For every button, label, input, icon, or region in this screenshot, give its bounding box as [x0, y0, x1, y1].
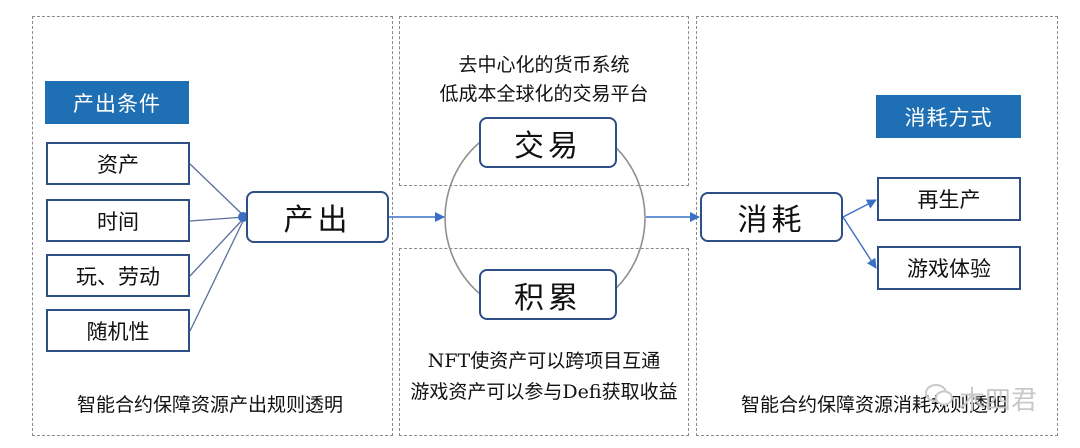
- link-time-output: [189, 216, 246, 222]
- link-labor-output: [189, 216, 246, 277]
- left-footer-text: 智能合约保障资源产出规则透明: [76, 394, 343, 416]
- middle-top-panel: [399, 16, 689, 186]
- arrow-consume-reproduce: [842, 199, 877, 218]
- condition-time: 时间: [46, 199, 190, 242]
- right-panel: [696, 16, 1058, 436]
- production-conditions-header: 产出条件: [45, 81, 189, 124]
- link-random-output: [189, 216, 246, 332]
- way-game-experience: 游戏体验: [877, 246, 1021, 290]
- middle-top-line1: 去中心化的货币系统: [458, 54, 630, 76]
- way-reproduction: 再生产: [877, 177, 1021, 221]
- middle-top-line2: 低成本全球化的交易平台: [439, 83, 649, 105]
- output-node: 产出: [246, 191, 389, 243]
- output-junction-dot: [238, 212, 248, 222]
- trade-node: 交易: [479, 117, 617, 168]
- consume-node: 消耗: [700, 192, 843, 242]
- condition-asset: 资产: [46, 142, 190, 185]
- left-panel: [32, 16, 393, 436]
- wechat-icon: [925, 383, 953, 414]
- middle-bottom-line2: 游戏资产可以参与Defi获取收益: [410, 381, 678, 403]
- link-asset-output: [189, 163, 246, 218]
- condition-play-labor: 玩、劳动: [46, 254, 190, 297]
- accumulate-node: 积累: [479, 269, 617, 320]
- middle-bottom-line1: NFT使资产可以跨项目互通: [427, 350, 661, 372]
- watermark-text: 木四君: [959, 386, 1038, 416]
- consumption-methods-header: 消耗方式: [876, 95, 1021, 138]
- middle-bottom-panel: [399, 248, 689, 436]
- watermark: 木四君: [925, 380, 1037, 417]
- arrow-consume-experience: [842, 216, 877, 269]
- condition-randomness: 随机性: [46, 309, 190, 352]
